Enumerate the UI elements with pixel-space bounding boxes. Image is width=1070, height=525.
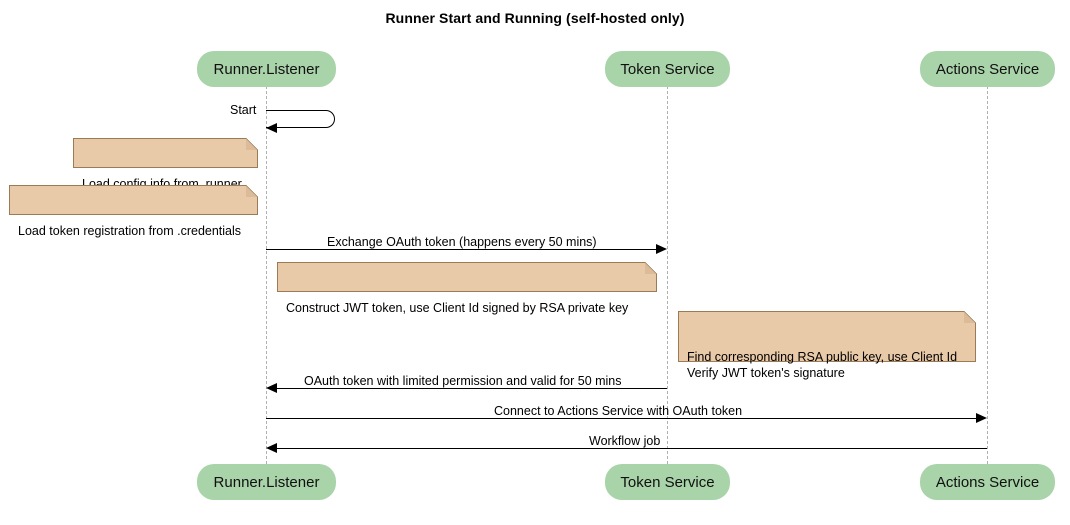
note-construct-jwt-text: Construct JWT token, use Client Id signe…: [286, 301, 629, 315]
message-line-workflow-job: [277, 448, 987, 449]
note-verify-jwt-text: Find corresponding RSA public key, use C…: [687, 350, 958, 380]
message-line-connect-actions: [266, 418, 976, 419]
lifeline-token: [667, 86, 668, 464]
participant-token-top-label: Token Service: [620, 60, 715, 78]
participant-token-bottom-label: Token Service: [620, 473, 715, 491]
message-label-workflow-job: Workflow job: [589, 434, 661, 448]
participant-runner-top-label: Runner.Listener: [213, 60, 320, 78]
message-label-oauth-return: OAuth token with limited permission and …: [304, 374, 622, 388]
note-fold-icon: [246, 185, 258, 197]
participant-runner-bottom-label: Runner.Listener: [213, 473, 320, 491]
participant-actions-bottom-label: Actions Service: [935, 473, 1040, 491]
note-construct-jwt: Construct JWT token, use Client Id signe…: [277, 262, 657, 315]
note-verify-jwt: Find corresponding RSA public key, use C…: [678, 311, 976, 380]
participant-actions-top[interactable]: Actions Service: [920, 51, 1055, 87]
message-label-connect-actions: Connect to Actions Service with OAuth to…: [494, 404, 743, 418]
participant-actions-bottom[interactable]: Actions Service: [920, 464, 1055, 500]
message-label-exchange-oauth: Exchange OAuth token (happens every 50 m…: [327, 235, 597, 249]
note-fold-icon: [645, 262, 657, 274]
note-fold-icon: [246, 138, 258, 150]
message-arrowhead-oauth-return: [266, 383, 277, 393]
note-fold-icon: [964, 311, 976, 323]
message-line-oauth-return: [277, 388, 667, 389]
lifeline-actions: [987, 86, 988, 464]
message-line-exchange-oauth: [266, 249, 656, 250]
note-load-credentials-text: Load token registration from .credential…: [18, 224, 242, 238]
message-arrowhead-workflow-job: [266, 443, 277, 453]
message-self-loop-start: [266, 110, 335, 128]
message-arrowhead-exchange-oauth: [656, 244, 667, 254]
page-title: Runner Start and Running (self-hosted on…: [385, 10, 685, 26]
participant-token-top[interactable]: Token Service: [605, 51, 730, 87]
lifeline-runner: [266, 86, 267, 464]
message-label-start: Start: [230, 103, 257, 117]
note-load-credentials: Load token registration from .credential…: [9, 185, 258, 238]
participant-actions-top-label: Actions Service: [935, 60, 1040, 78]
note-load-config: Load config info from .runner: [73, 138, 258, 191]
message-arrowhead-connect-actions: [976, 413, 987, 423]
participant-runner-bottom[interactable]: Runner.Listener: [197, 464, 336, 500]
participant-token-bottom[interactable]: Token Service: [605, 464, 730, 500]
message-arrowhead-start: [266, 123, 277, 133]
participant-runner-top[interactable]: Runner.Listener: [197, 51, 336, 87]
